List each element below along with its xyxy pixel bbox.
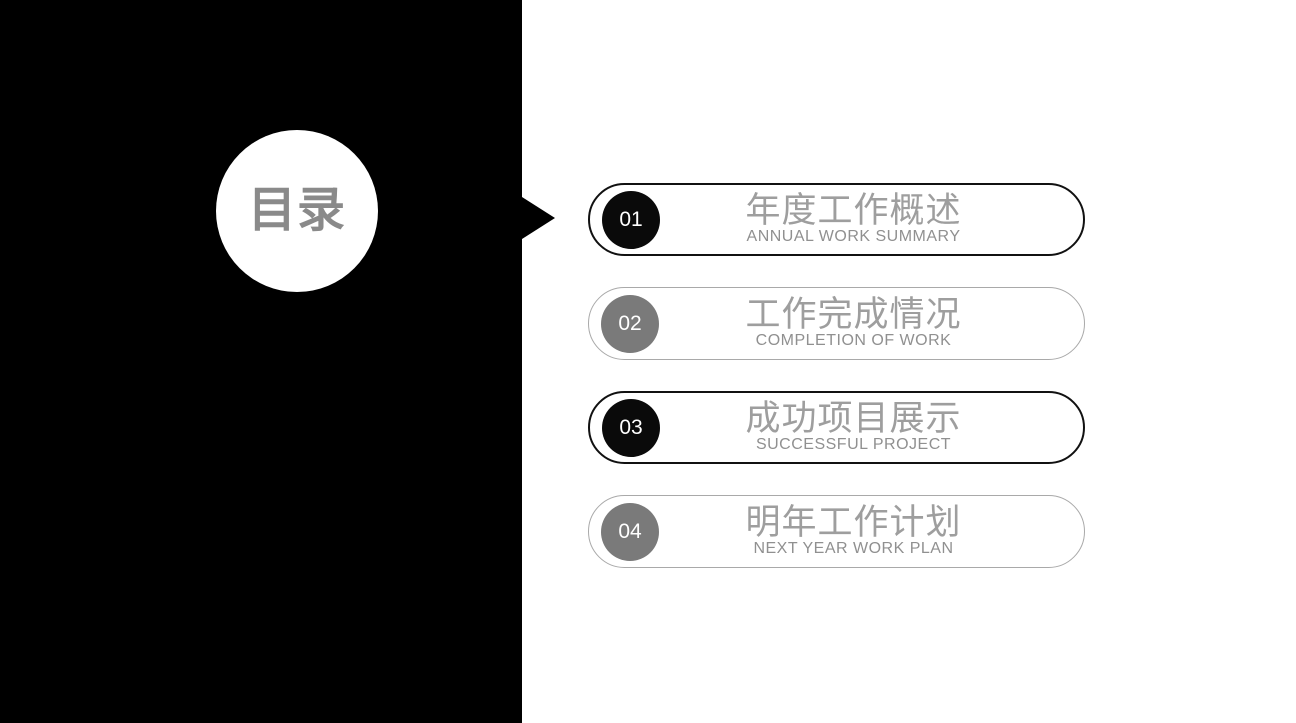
toc-title-badge: 目录 [216,130,378,292]
item-title: 成功项目展示 [745,398,962,438]
item-labels: 工作完成情况 COMPLETION OF WORK [659,294,1084,351]
item-number-badge: 02 [601,294,659,353]
item-title: 明年工作计划 [745,502,962,542]
item-subtitle: ANNUAL WORK SUMMARY [746,228,961,246]
item-number: 01 [619,208,643,231]
item-title: 年度工作概述 [745,190,962,230]
item-subtitle: SUCCESSFUL PROJECT [755,436,952,454]
toc-item-03[interactable]: 03 成功项目展示 SUCCESSFUL PROJECT [588,391,1085,464]
item-subtitle: NEXT YEAR WORK PLAN [753,540,954,558]
item-number: 02 [618,312,642,335]
toc-list: 01 年度工作概述 ANNUAL WORK SUMMARY 02 工作完成情况 … [588,183,1085,599]
item-number: 03 [619,416,643,439]
toc-item-02[interactable]: 02 工作完成情况 COMPLETION OF WORK [588,287,1085,360]
arrow-right-icon [522,197,555,239]
toc-title: 目录 [247,184,346,237]
item-number-badge: 04 [601,502,659,561]
item-title: 工作完成情况 [745,294,962,334]
item-labels: 明年工作计划 NEXT YEAR WORK PLAN [659,502,1084,559]
item-number: 04 [618,520,642,543]
left-black-panel [0,0,522,723]
item-number-badge: 01 [602,190,660,249]
item-labels: 成功项目展示 SUCCESSFUL PROJECT [660,398,1083,455]
item-number-badge: 03 [602,398,660,457]
toc-item-01[interactable]: 01 年度工作概述 ANNUAL WORK SUMMARY [588,183,1085,256]
toc-item-04[interactable]: 04 明年工作计划 NEXT YEAR WORK PLAN [588,495,1085,568]
item-subtitle: COMPLETION OF WORK [755,332,952,350]
item-labels: 年度工作概述 ANNUAL WORK SUMMARY [660,190,1083,247]
